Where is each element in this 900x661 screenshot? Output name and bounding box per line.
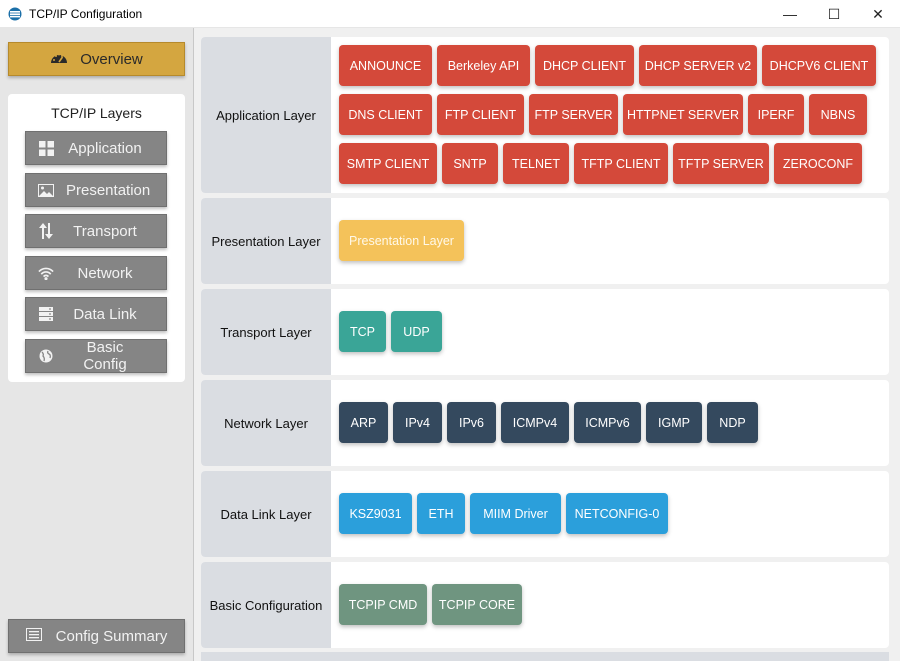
- sidebar-item-transport[interactable]: Transport: [25, 214, 167, 248]
- module-chip-nbns[interactable]: NBNS: [809, 94, 867, 135]
- sidebar-item-label: Application: [68, 139, 142, 157]
- window-title: TCP/IP Configuration: [29, 6, 143, 21]
- module-chip-ipv4[interactable]: IPv4: [393, 402, 442, 443]
- module-chip-dhcpv6-client[interactable]: DHCPV6 CLIENT: [762, 45, 876, 86]
- sidebar-item-basic-config[interactable]: Basic Config: [25, 339, 167, 373]
- minimize-button[interactable]: —: [783, 6, 797, 22]
- image-icon: [38, 182, 54, 198]
- basic-config-row: Basic Configuration TCPIP CMD TCPIP CORE: [201, 562, 889, 648]
- layers-panel: TCP/IP Layers Application Presentation T…: [8, 94, 185, 382]
- row-label-datalink: Data Link Layer: [201, 471, 331, 557]
- speedometer-icon: [50, 50, 68, 68]
- module-chip-miim-driver[interactable]: MIIM Driver: [470, 493, 561, 534]
- network-layer-row: Network Layer ARP IPv4 IPv6 ICMPv4 ICMPv…: [201, 380, 889, 466]
- maximize-button[interactable]: ☐: [827, 5, 841, 22]
- close-button[interactable]: ✕: [872, 5, 884, 22]
- module-chip-udp[interactable]: UDP: [391, 311, 442, 352]
- module-chip-icmpv6[interactable]: ICMPv6: [574, 402, 641, 443]
- module-chip-sntp[interactable]: SNTP: [442, 143, 498, 184]
- layers-panel-title: TCP/IP Layers: [51, 105, 142, 121]
- row-label-presentation: Presentation Layer: [201, 198, 331, 284]
- module-chip-ftp-client[interactable]: FTP CLIENT: [437, 94, 524, 135]
- module-chip-httpnet-server[interactable]: HTTPNET SERVER: [623, 94, 743, 135]
- sidebar-item-label: Basic Config: [83, 339, 127, 373]
- module-chip-announce[interactable]: ANNOUNCE: [339, 45, 432, 86]
- module-chip-ndp[interactable]: NDP: [707, 402, 758, 443]
- overview-button[interactable]: Overview: [8, 42, 185, 76]
- main-content: Application Layer ANNOUNCE Berkeley API …: [194, 28, 900, 661]
- next-row-peek: [201, 652, 889, 661]
- module-chip-tcpip-cmd[interactable]: TCPIP CMD: [339, 584, 427, 625]
- module-chip-tcp[interactable]: TCP: [339, 311, 386, 352]
- module-chip-arp[interactable]: ARP: [339, 402, 388, 443]
- sidebar-item-network[interactable]: Network: [25, 256, 167, 290]
- module-chip-tftp-client[interactable]: TFTP CLIENT: [574, 143, 668, 184]
- globe-icon: [38, 348, 54, 364]
- row-label-application: Application Layer: [201, 37, 331, 193]
- module-chip-berkeley-api[interactable]: Berkeley API: [437, 45, 530, 86]
- row-label-basic: Basic Configuration: [201, 562, 331, 648]
- list-icon: [25, 627, 42, 645]
- sidebar-item-presentation[interactable]: Presentation: [25, 173, 167, 207]
- sidebar-item-label: Network: [77, 264, 133, 282]
- application-layer-row: Application Layer ANNOUNCE Berkeley API …: [201, 37, 889, 193]
- module-chip-dns-client[interactable]: DNS CLIENT: [339, 94, 432, 135]
- wifi-icon: [38, 265, 54, 281]
- module-chip-ftp-server[interactable]: FTP SERVER: [529, 94, 618, 135]
- server-icon: [38, 306, 54, 322]
- app-logo-icon: [7, 6, 23, 22]
- module-chip-presentation-layer[interactable]: Presentation Layer: [339, 220, 464, 261]
- module-chip-igmp[interactable]: IGMP: [646, 402, 702, 443]
- module-chip-smtp-client[interactable]: SMTP CLIENT: [339, 143, 437, 184]
- grid-icon: [38, 140, 54, 156]
- module-chip-eth[interactable]: ETH: [417, 493, 465, 534]
- module-chip-zeroconf[interactable]: ZEROCONF: [774, 143, 862, 184]
- module-chip-dhcp-client[interactable]: DHCP CLIENT: [535, 45, 634, 86]
- sidebar-item-application[interactable]: Application: [25, 131, 167, 165]
- sidebar: Overview TCP/IP Layers Application Prese…: [0, 28, 194, 661]
- sidebar-item-data-link[interactable]: Data Link: [25, 297, 167, 331]
- module-chip-dhcp-server-v2[interactable]: DHCP SERVER v2: [639, 45, 757, 86]
- config-summary-button[interactable]: Config Summary: [8, 619, 185, 653]
- datalink-chips: KSZ9031 ETH MIIM Driver NETCONFIG-0: [331, 471, 889, 557]
- module-chip-iperf[interactable]: IPERF: [748, 94, 804, 135]
- module-chip-ksz9031[interactable]: KSZ9031: [339, 493, 412, 534]
- presentation-layer-row: Presentation Layer Presentation Layer: [201, 198, 889, 284]
- sidebar-item-label: Data Link: [73, 305, 137, 323]
- window-controls: — ☐ ✕: [768, 0, 900, 28]
- presentation-chips: Presentation Layer: [331, 198, 889, 284]
- sidebar-item-label: Presentation: [66, 181, 151, 199]
- network-chips: ARP IPv4 IPv6 ICMPv4 ICMPv6 IGMP NDP: [331, 380, 889, 466]
- config-summary-label: Config Summary: [55, 627, 168, 645]
- module-chip-netconfig-0[interactable]: NETCONFIG-0: [566, 493, 668, 534]
- module-chip-telnet[interactable]: TELNET: [503, 143, 569, 184]
- title-bar: TCP/IP Configuration — ☐ ✕: [0, 0, 900, 28]
- application-chips: ANNOUNCE Berkeley API DHCP CLIENT DHCP S…: [331, 37, 889, 193]
- module-chip-tftp-server[interactable]: TFTP SERVER: [673, 143, 769, 184]
- up-down-arrows-icon: [38, 223, 54, 239]
- row-label-network: Network Layer: [201, 380, 331, 466]
- row-label-transport: Transport Layer: [201, 289, 331, 375]
- sidebar-item-label: Transport: [73, 222, 137, 240]
- basic-chips: TCPIP CMD TCPIP CORE: [331, 562, 889, 648]
- module-chip-tcpip-core[interactable]: TCPIP CORE: [432, 584, 522, 625]
- overview-label: Overview: [80, 50, 143, 68]
- module-chip-icmpv4[interactable]: ICMPv4: [501, 402, 569, 443]
- datalink-layer-row: Data Link Layer KSZ9031 ETH MIIM Driver …: [201, 471, 889, 557]
- module-chip-ipv6[interactable]: IPv6: [447, 402, 496, 443]
- transport-chips: TCP UDP: [331, 289, 889, 375]
- transport-layer-row: Transport Layer TCP UDP: [201, 289, 889, 375]
